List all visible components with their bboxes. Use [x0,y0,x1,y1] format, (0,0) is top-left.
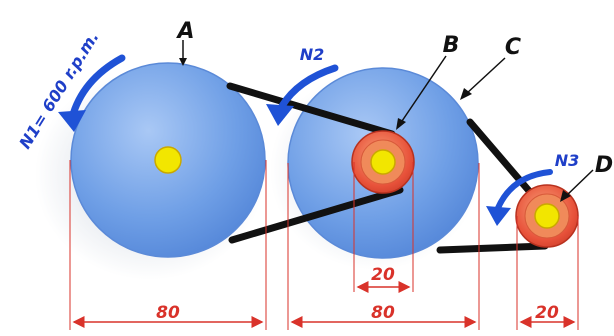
label-d: D [595,153,613,178]
dimension-a: 80 [156,303,180,323]
dimension-b: 20 [371,265,395,285]
pulley-b-hub [370,149,396,175]
label-n2: N2 [300,45,325,64]
rotation-arrow-n1 [58,54,126,132]
label-a: A [175,19,194,44]
dimension-d: 20 [535,303,559,323]
belt-a-b [226,82,404,244]
rotation-arrow-n2 [266,64,339,126]
pulley-d-hub [534,203,560,229]
pulley-b [351,130,415,194]
extension-lines [69,160,579,330]
label-n3: N3 [555,151,580,170]
rotation-arrow-n3 [486,169,553,226]
pulley-a [70,62,266,258]
label-b: B [443,33,460,58]
leader-lines [179,40,594,202]
label-c: C [505,35,521,60]
pulley-a-hub [154,146,182,174]
dimension-c: 80 [371,303,395,323]
dimension-lines [72,281,576,328]
